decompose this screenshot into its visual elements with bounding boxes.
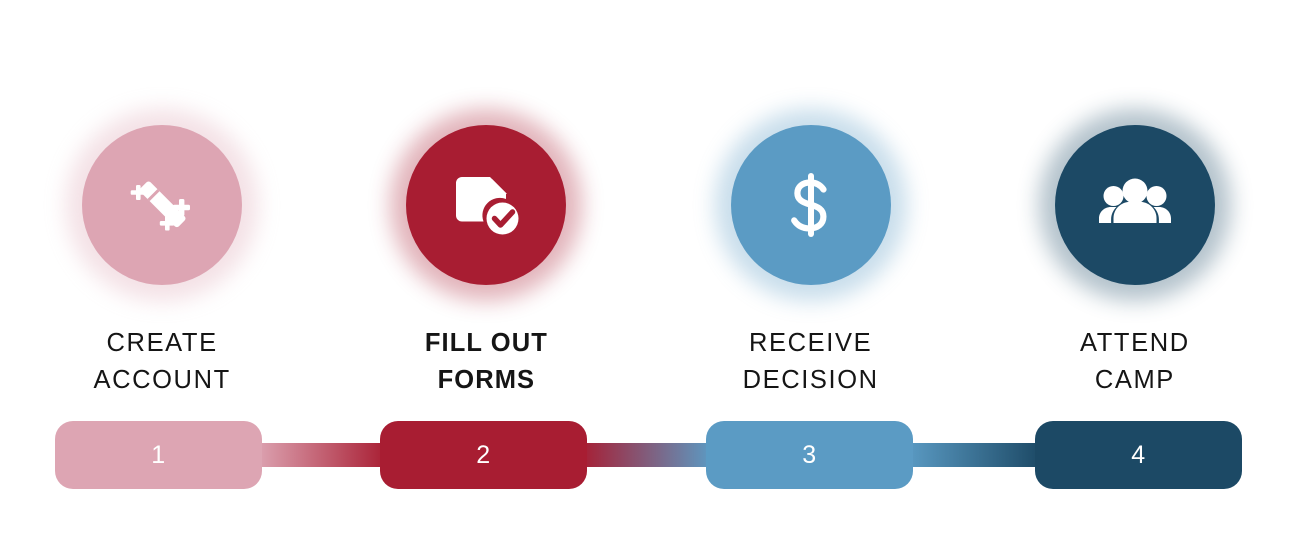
- step-1-circle[interactable]: [82, 125, 243, 285]
- step-2-circle-wrap: [390, 109, 583, 301]
- step-3-circle-wrap: [714, 109, 907, 301]
- connector-2-3: [580, 443, 713, 467]
- step-3-label: RECEIVE DECISION: [742, 329, 879, 394]
- step-1-label: CREATE ACCOUNT: [93, 329, 231, 394]
- magic-wand-icon: [123, 166, 201, 244]
- progress-pill-4[interactable]: 4: [1035, 421, 1242, 489]
- step-2-circle[interactable]: [406, 125, 567, 285]
- progress-pill-2-number: 2: [476, 440, 491, 469]
- progress-bar: 1 2 3 4: [55, 421, 1242, 489]
- step-attend-camp[interactable]: ATTEND CAMP: [973, 0, 1297, 399]
- step-3-circle[interactable]: [730, 125, 891, 285]
- step-1-circle-wrap: [66, 109, 259, 301]
- step-fill-out-forms[interactable]: FILL OUT FORMS: [324, 0, 648, 399]
- step-create-account[interactable]: CREATE ACCOUNT: [0, 0, 324, 399]
- document-check-icon: [448, 167, 524, 243]
- progress-pill-1[interactable]: 1: [55, 421, 262, 489]
- progress-pill-1-number: 1: [151, 440, 166, 469]
- step-4-circle-wrap: [1038, 109, 1231, 301]
- steps-row: CREATE ACCOUNT FILL OUT FORMS: [0, 0, 1297, 399]
- people-group-icon: [1095, 165, 1175, 245]
- step-4-circle[interactable]: [1054, 125, 1215, 285]
- step-4-label: ATTEND CAMP: [1080, 329, 1190, 394]
- dollar-sign-icon: [773, 167, 849, 243]
- progress-pill-4-number: 4: [1131, 440, 1146, 469]
- connector-1-2: [255, 443, 388, 467]
- progress-pill-2[interactable]: 2: [380, 421, 587, 489]
- step-2-label: FILL OUT FORMS: [424, 329, 548, 394]
- progress-pill-3[interactable]: 3: [706, 421, 913, 489]
- connector-3-4: [906, 443, 1042, 467]
- step-receive-decision[interactable]: RECEIVE DECISION: [649, 0, 973, 399]
- progress-pill-3-number: 3: [802, 440, 817, 469]
